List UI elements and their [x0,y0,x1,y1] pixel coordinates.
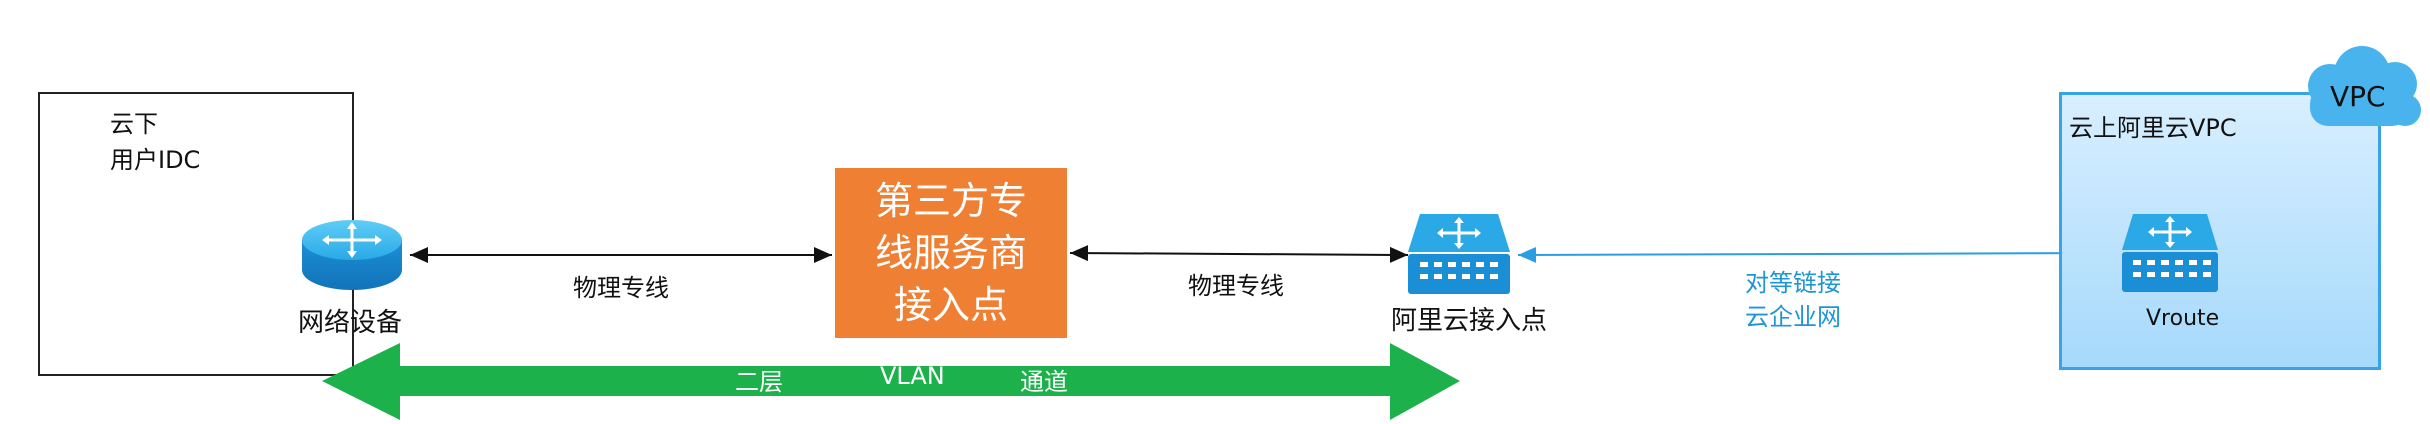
vpc-box [2059,92,2381,370]
cloud-icon [2308,46,2421,126]
band-text-vlan: VLAN [880,362,945,390]
idc-label-line2: 用户IDC [110,146,201,174]
vroute-label: Vroute [2146,306,2220,331]
layer2-vlan-band [322,343,1460,420]
vpc-cloud-label: VPC [2330,80,2386,113]
physical-link-left-label: 物理专线 [573,274,669,302]
third-party-vendor-box: 第三方专 线服务商 接入点 [835,168,1067,338]
vendor-line1: 第三方专 [874,179,1027,223]
vroute-switch-icon [2122,214,2218,292]
idc-label-line1: 云下 [110,110,158,138]
band-text-channel: 通道 [1020,368,1068,396]
idc-label: 云下 用户IDC [110,106,200,178]
access-point-switch-icon [1408,214,1510,294]
vendor-line2: 线服务商 [874,231,1027,275]
band-text-layer2: 二层 [735,368,783,396]
physical-link-right-label: 物理专线 [1188,272,1284,300]
vendor-line3: 接入点 [893,283,1008,327]
access-point-label: 阿里云接入点 [1391,306,1548,336]
peering-label: 对等链接 云企业网 [1745,266,1841,334]
router-label: 网络设备 [298,308,403,338]
peering-label-line1: 对等链接 [1745,269,1841,297]
physical-link-right [1069,245,1409,263]
peering-label-line2: 云企业网 [1745,303,1841,331]
router-icon [302,220,402,290]
vpc-title: 云上阿里云VPC [2069,114,2237,142]
peering-link [1517,245,2121,263]
